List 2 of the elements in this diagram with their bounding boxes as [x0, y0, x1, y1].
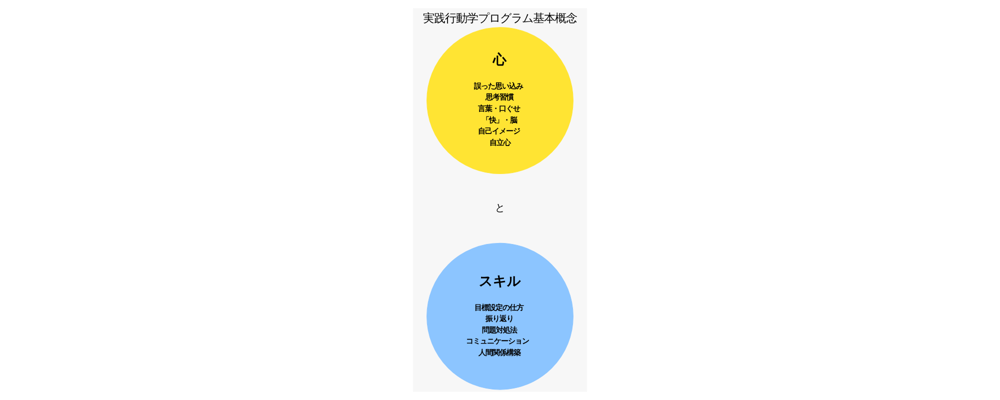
diagram-title: 実践行動学プログラム基本概念	[423, 12, 577, 25]
label: と	[495, 202, 505, 214]
